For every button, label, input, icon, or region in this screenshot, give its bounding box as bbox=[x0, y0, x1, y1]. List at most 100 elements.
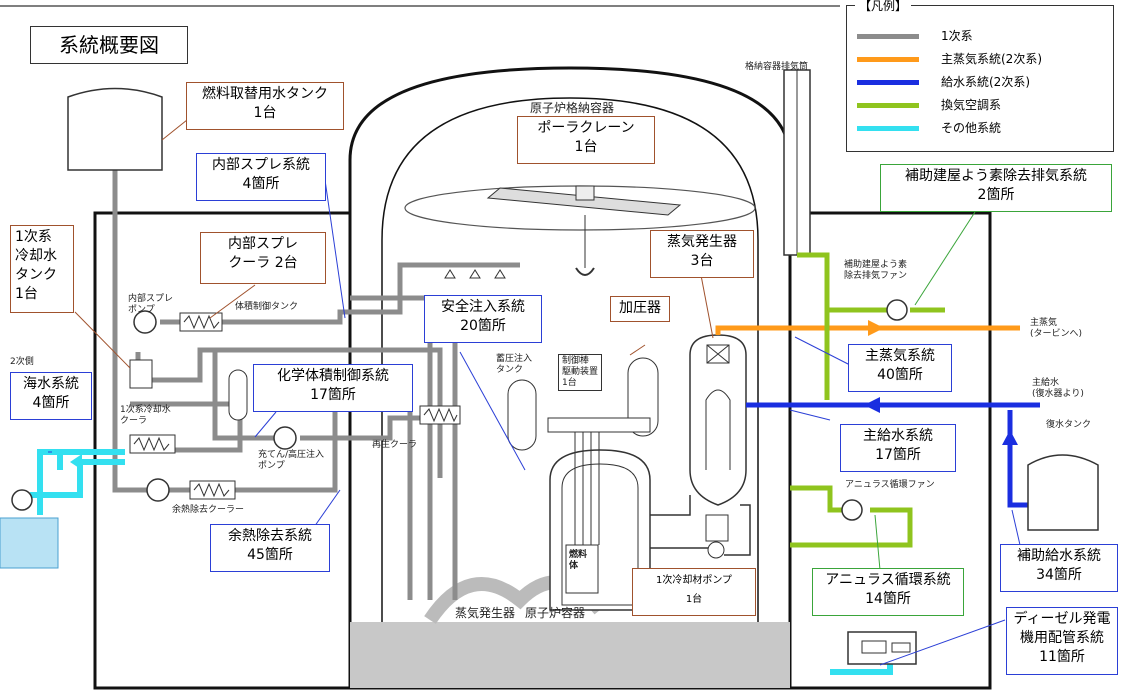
legend-item: 給水系統(2次系) bbox=[857, 72, 1107, 92]
aux-exhaust-fan bbox=[886, 299, 908, 321]
label-accumulator: 蓄圧注入 タンク bbox=[496, 354, 533, 375]
callout-cvcs: 化学体積制御系統 17箇所 bbox=[253, 364, 413, 412]
rhr-cooler-coil bbox=[193, 482, 230, 498]
label-containment: 原子炉格納容器 bbox=[530, 101, 615, 115]
callout-aux-exhaust: 補助建屋よう素除去排気系統 2箇所 bbox=[880, 164, 1112, 212]
label-aux-fan: 補助建屋よう素 除去排気ファン bbox=[844, 260, 908, 281]
polar-crane-bridge bbox=[486, 187, 682, 216]
sea bbox=[0, 517, 59, 569]
crane-trolley bbox=[575, 185, 595, 201]
primary-piping bbox=[112, 170, 520, 600]
label-condensate-tank: 復水タンク bbox=[1046, 420, 1092, 430]
pressurizer-vessel bbox=[627, 357, 659, 437]
callout-diesel: ディーゼル発電 機用配管系統 11箇所 bbox=[1006, 607, 1118, 675]
legend-label: 給水系統(2次系) bbox=[941, 75, 1030, 89]
callout-spray-cooler: 内部スプレ クーラ 2台 bbox=[200, 232, 326, 284]
brown-leaders bbox=[74, 119, 714, 369]
seawater-pump bbox=[11, 489, 33, 511]
condensate-tank bbox=[1027, 454, 1099, 531]
main-steam-line bbox=[715, 325, 1020, 335]
diesel-engine bbox=[861, 640, 887, 654]
label-crdm: 制御棒 駆動装置 1台 bbox=[558, 354, 603, 391]
label-fuel: 燃料 体 bbox=[569, 550, 588, 571]
callout-main-feedwater: 主給水系統 17箇所 bbox=[840, 424, 956, 472]
callout-seawater: 海水系統 4箇所 bbox=[10, 372, 92, 420]
label-main-steam-to: 主蒸気 (タービンへ) bbox=[1030, 318, 1083, 339]
callout-internal-spray: 内部スプレ系統 4箇所 bbox=[196, 153, 326, 201]
spray-cooler-coil bbox=[183, 314, 220, 330]
label-steam-gen-small: 蒸気発生器 bbox=[455, 606, 516, 620]
callout-fuel-tank: 燃料取替用水タンク 1台 bbox=[186, 82, 344, 130]
callout-pressurizer: 加圧器 bbox=[610, 296, 670, 322]
green-leaders bbox=[874, 211, 976, 571]
legend-swatch bbox=[857, 80, 919, 85]
fuel-replacement-tank bbox=[67, 87, 163, 171]
label-ccw-cooler: 1次系冷却水 クーラ bbox=[120, 405, 171, 426]
rcp-pump bbox=[707, 541, 725, 559]
accumulator bbox=[507, 379, 537, 451]
label-main-feed-from: 主給水 (復水器より) bbox=[1032, 378, 1084, 399]
diesel-generator bbox=[891, 642, 911, 653]
label-regen-cooler: 再生クーラ bbox=[372, 440, 418, 450]
ccw-cooler-coil bbox=[133, 436, 170, 452]
feedwater-arrow bbox=[864, 397, 880, 413]
rcp-motor bbox=[705, 514, 729, 542]
steam-generator-vessel bbox=[689, 334, 747, 506]
ccw-cooler bbox=[129, 434, 176, 454]
callout-rcp: 1次冷却材ポンプ 1台 bbox=[632, 568, 756, 616]
callout-main-steam: 主蒸気系統 40箇所 bbox=[848, 344, 952, 392]
primary-loop bbox=[650, 495, 708, 549]
primary-loop-return bbox=[724, 504, 751, 556]
legend-swatch bbox=[857, 34, 919, 39]
label-spray-pump: 内部スプレ ポンプ bbox=[128, 294, 174, 315]
label-rhr-cooler: 余熱除去クーラー bbox=[172, 505, 245, 515]
legend-heading: 【凡例】 bbox=[855, 0, 912, 14]
fuel-assembly bbox=[565, 544, 599, 594]
regen-cooler-coil bbox=[423, 407, 458, 423]
legend-swatch bbox=[857, 126, 919, 131]
control-rods bbox=[574, 432, 600, 545]
legend-item: 主蒸気系統(2次系) bbox=[857, 49, 1107, 69]
sg-tubes bbox=[705, 389, 731, 470]
callout-primary-tank: 1次系 冷却水 タンク 1台 bbox=[10, 225, 74, 313]
legend-item: 換気空調系 bbox=[857, 95, 1107, 115]
main-steam-arrow bbox=[868, 320, 884, 336]
containment-floor bbox=[350, 622, 790, 688]
ccw-tank bbox=[129, 359, 153, 389]
volume-control-tank bbox=[228, 369, 248, 421]
label-secondary-side: 2次側 bbox=[10, 357, 34, 367]
legend-label: 換気空調系 bbox=[941, 98, 1002, 112]
spray-line bbox=[160, 262, 520, 325]
legend-label: 主蒸気系統(2次系) bbox=[941, 52, 1042, 66]
legend-label: 1次系 bbox=[941, 29, 973, 43]
annulus-fan bbox=[841, 499, 863, 521]
label-charging-pump: 充てん/高圧注入 ポンプ bbox=[258, 450, 325, 471]
label-stack: 格納容器排気筒 bbox=[745, 62, 809, 72]
spray-pump bbox=[133, 310, 157, 334]
legend-swatch bbox=[857, 57, 919, 62]
legend-item: その他系統 bbox=[857, 118, 1107, 138]
legend-item: 1次系 bbox=[857, 26, 1107, 46]
legend-label: その他系統 bbox=[941, 121, 1002, 135]
crane-hook bbox=[575, 267, 595, 276]
callout-steam-generator: 蒸気発生器 3台 bbox=[650, 230, 754, 278]
legend-swatch bbox=[857, 103, 919, 108]
label-annulus-fan: アニュラス循環ファン bbox=[845, 480, 935, 490]
charging-pump bbox=[273, 426, 297, 450]
aux-feedwater-arrow bbox=[1002, 430, 1018, 445]
label-vct: 体積制御タンク bbox=[235, 302, 299, 312]
seawater-arrow bbox=[70, 454, 82, 470]
callout-annulus: アニュラス循環系統 14箇所 bbox=[812, 568, 964, 616]
rhr-cooler bbox=[189, 480, 236, 500]
reactor-core-barrel bbox=[561, 463, 639, 606]
callout-safety-injection: 安全注入系統 20箇所 bbox=[424, 295, 542, 343]
page-title: 系統概要図 bbox=[30, 26, 188, 64]
rhr-pump bbox=[146, 478, 170, 502]
legend: 【凡例】 1次系主蒸気系統(2次系) 給水系統(2次系) 換気空調系その他系統 bbox=[846, 0, 1114, 152]
ventilation-piping bbox=[790, 252, 945, 548]
callout-rhr: 余熱除去系統 45箇所 bbox=[210, 524, 330, 572]
callout-aux-feedwater: 補助給水系統 34箇所 bbox=[1000, 544, 1118, 592]
crdm-head bbox=[547, 417, 651, 433]
label-reactor-vessel: 原子炉容器 bbox=[525, 606, 586, 620]
